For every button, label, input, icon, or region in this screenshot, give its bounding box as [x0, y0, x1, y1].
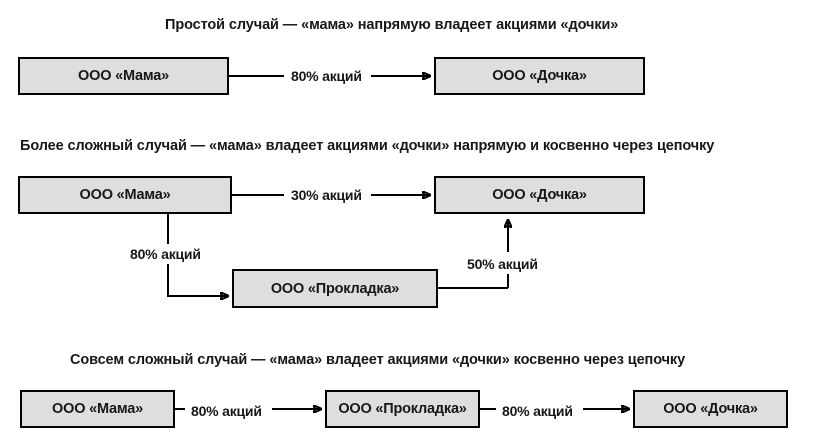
node-mama-1: ООО «Мама» — [18, 57, 229, 95]
edge-label-mama3-prokladka3: 80% акций — [186, 404, 267, 419]
node-dochka-2: ООО «Дочка» — [434, 176, 645, 214]
node-mama-2: ООО «Мама» — [18, 176, 232, 214]
node-prokladka-3: ООО «Прокладка» — [325, 390, 480, 428]
node-prokladka-2: ООО «Прокладка» — [232, 269, 438, 308]
edge-label-mama2-dochka2: 30% акций — [285, 188, 368, 203]
node-dochka-3: ООО «Дочка» — [633, 390, 788, 428]
section-title-very-complex-case: Совсем сложный случай — «мама» владеет а… — [70, 352, 686, 368]
section-title-complex-case: Более сложный случай — «мама» владеет ак… — [20, 138, 715, 154]
section-title-simple-case: Простой случай — «мама» напрямую владеет… — [165, 17, 619, 33]
node-mama-3: ООО «Мама» — [20, 390, 175, 428]
edge-label-mama1-dochka1: 80% акций — [285, 69, 368, 84]
edge-label-prokladka3-dochka3: 80% акций — [497, 404, 578, 419]
node-dochka-1: ООО «Дочка» — [434, 57, 645, 95]
edge-label-mama2-prokladka2: 80% акций — [126, 245, 205, 264]
edge-label-prokladka2-dochka2: 50% акций — [463, 255, 542, 274]
